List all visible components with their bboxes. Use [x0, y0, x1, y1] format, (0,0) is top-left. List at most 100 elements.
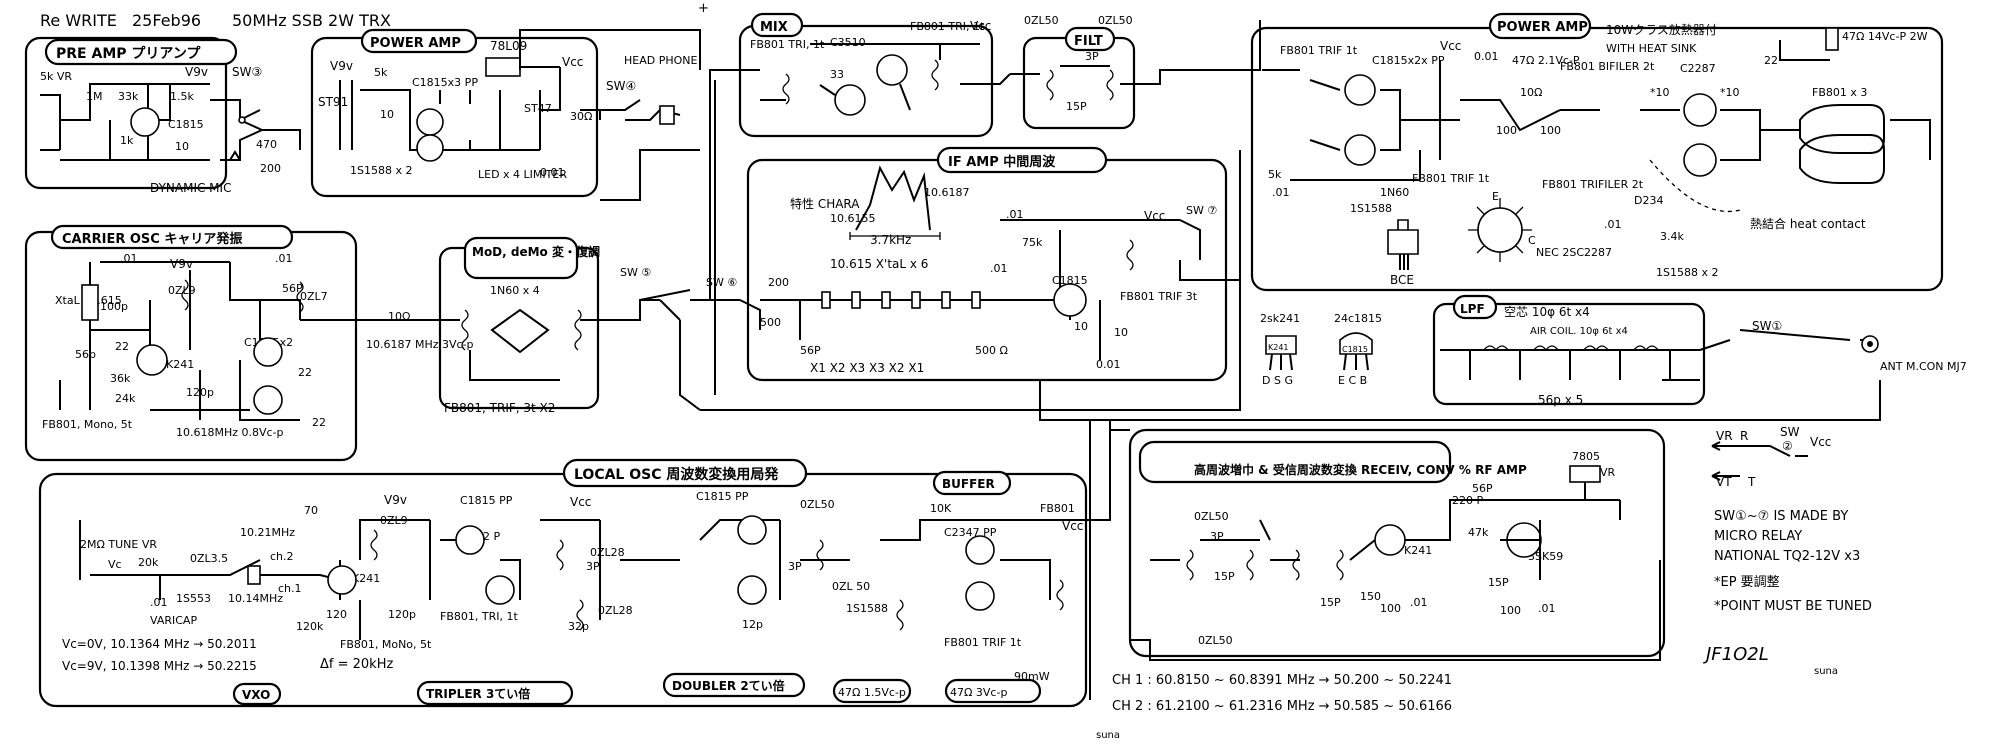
local-osc-c4: 120p [388, 608, 416, 621]
local-osc-coils [370, 529, 1064, 631]
power-amp-small-block: POWER AMP 78L09 Vcc V9v 5k ST91 C1815x3 … [310, 28, 698, 198]
local-osc-l4: FB801, TRI, 1t [440, 610, 518, 623]
power-amp-big-r7: *10 [1720, 86, 1740, 99]
local-osc-tune: 2MΩ TUNE VR [80, 538, 157, 551]
local-osc-title-frame [562, 458, 808, 488]
mod-demod-title-frame [463, 236, 579, 280]
carrier-osc-block: CARRIER OSC キャリア発振 .01 .01 V9v 0ZL9 0ZL7… [24, 224, 474, 462]
filt-frame [1022, 36, 1136, 130]
power-amp-big-heat: 熱結合 heat contact [1750, 216, 1866, 231]
if-amp-r2: 500 Ω [975, 344, 1008, 357]
legend-vt: VT [1716, 475, 1732, 489]
filt-coils [1046, 69, 1114, 101]
rx-conv-l1: 0ZL50 [1194, 510, 1229, 523]
carrier-osc-c3: 100p [100, 300, 128, 313]
filt-title: FILT [1074, 34, 1103, 49]
header-subtitle: 50MHz SSB 2W TRX [232, 11, 391, 30]
output-ferrite-bead-a [1799, 104, 1885, 154]
if-amp-f1: 10.6155 [830, 212, 876, 225]
legend-sw2: ② [1782, 439, 1793, 453]
buffer-tr-a [965, 535, 995, 565]
power-amp-small-led: LED x 4 LIMITER [478, 168, 567, 181]
pre-amp-title-frame [44, 38, 238, 66]
local-osc-varicap: VARICAP [150, 614, 197, 627]
power-amp-big-c1: 0.01 [1474, 50, 1499, 63]
pre-amp-block: PRE AMP プリアンプ V9v 5k VR 1M 33k 1.5k 1k 1… [24, 36, 301, 195]
pinout-a-name: 2sk241 [1260, 312, 1300, 325]
mic-symbol [229, 150, 241, 161]
lpf-frame [1432, 302, 1706, 406]
diode-bridge [490, 308, 550, 354]
pre-amp-switch-contact [238, 116, 246, 124]
power-amp-big-title: POWER AMP [1497, 20, 1588, 35]
if-amp-c3: .01 [1006, 208, 1024, 221]
lpf-caps: 56p x 5 [1538, 393, 1583, 407]
rx-conv-c2: 15P [1214, 570, 1235, 583]
central-bus-wiring [639, 69, 1241, 411]
pre-amp-transistor-symbol [130, 107, 160, 137]
carrier-osc-r2: 36k [110, 372, 131, 385]
vxo-crystal [247, 565, 261, 585]
carrier-osc-tr-a [253, 337, 283, 367]
carrier-osc-wiring [59, 261, 380, 421]
power-amp-big-l3: FB801 x 3 [1812, 86, 1867, 99]
rx-conv-ic: 7805 [1572, 450, 1600, 463]
mod-demod-block: MoD, deMo 変・復調 1N60 x 4 FB801, TRIF, 3t … [380, 236, 660, 415]
local-osc-l5: 0ZL28 [590, 546, 625, 559]
local-osc-l3: FB801, MoNo, 5t [340, 638, 432, 651]
pinouts-block: 2sk241 24c1815 K241 D S G C1815 E C B [1260, 312, 1382, 387]
carrier-osc-c5: 56p [75, 348, 96, 361]
lpf-title: LPF [1460, 302, 1485, 316]
power-amp-small-st: ST91 [318, 95, 348, 109]
power-amp-small-r1: 5k [374, 66, 388, 79]
lpf-block: LPF 空芯 10φ 6t x4 AIR COIL. 10φ 6t x4 56p… [1432, 294, 1967, 407]
pre-amp-r6: 470 [256, 138, 277, 151]
pre-amp-frame [24, 36, 228, 190]
local-osc-c1: .01 [150, 596, 168, 609]
legend-vcc: Vcc [1810, 435, 1831, 449]
carrier-osc-title: CARRIER OSC キャリア発振 [62, 231, 242, 247]
power-amp-big-l4: FB801 TRIF 1t [1412, 172, 1490, 185]
pre-amp-r2: 33k [118, 90, 139, 103]
signature: JF1O2L [1703, 644, 1769, 665]
if-amp-sw2: SW ⑥ [706, 276, 737, 289]
power-amp-small-title-frame [360, 28, 478, 54]
power-amp-big-c3: .01 [1272, 186, 1290, 199]
power-amp-big-vcc: Vcc [1440, 39, 1461, 53]
rx-conv-title-frame [1138, 440, 1452, 484]
power-amp-small-sw: SW④ [606, 79, 636, 93]
output-ferrite-bead-b [1799, 134, 1885, 184]
local-osc-block: LOCAL OSC 周波数変換用局発 2MΩ TUNE VR Vc 20k .0… [38, 429, 1130, 708]
bandwidth-marker [849, 232, 941, 240]
rx-conv-coils [1186, 549, 1344, 581]
if-amp-block: IF AMP 中間周波 特性 CHARA 10.6155 10.6187 3.7… [620, 146, 1240, 382]
local-osc-c2: 70 [304, 504, 318, 517]
local-osc-r3: 10K [930, 502, 952, 515]
rx-conv-frame [1128, 428, 1666, 658]
rx-conv-block: 高周波増巾 & 受信周波数変換 RECEIV, CONV % RF AMP 0Z… [1128, 428, 1666, 661]
buffer-label-frame [932, 470, 1012, 496]
if-amp-vals: X1 X2 X3 X3 X2 X1 [810, 361, 924, 375]
rx-conv-c4: 150 [1360, 590, 1381, 603]
mix-l2: FB801 TRI, 1t [910, 20, 985, 33]
carrier-osc-tr-b [253, 385, 283, 415]
power-amp-big-pkg1: NEC 2SC2287 [1536, 246, 1612, 259]
mod-demod-coils [461, 309, 582, 351]
power-amp-big-c2: 22 [1764, 54, 1778, 67]
carrier-osc-title-frame [50, 224, 294, 250]
sw-note-3: NATIONAL TQ2-12V x3 [1714, 549, 1860, 564]
rx-conv-c1: 3P [1210, 530, 1224, 543]
power-amp-big-vr: 47Ω 2.1Vc-P [1512, 54, 1580, 67]
mix-tr-a [834, 84, 866, 116]
power-amp-small-tr: C1815x3 PP [412, 76, 478, 89]
pre-amp-vq: V9v [185, 65, 208, 79]
header-marker: + [698, 1, 709, 16]
header-date: 25Feb96 [132, 11, 201, 30]
carrier-osc-c4: 56P [282, 282, 303, 295]
power-amp-big-tr1: C1815x2x PP [1372, 54, 1445, 67]
mix-title-frame [750, 12, 804, 38]
power-amp-big-block: POWER AMP 10Wクラス放熱器付 WITH HEAT SINK FB80… [1250, 12, 1944, 292]
local-osc-l9: FB801 TRIF 1t [944, 636, 1022, 649]
power-amp-big-tr-d [1683, 143, 1717, 177]
2sc2287-package-icon [1387, 219, 1419, 255]
